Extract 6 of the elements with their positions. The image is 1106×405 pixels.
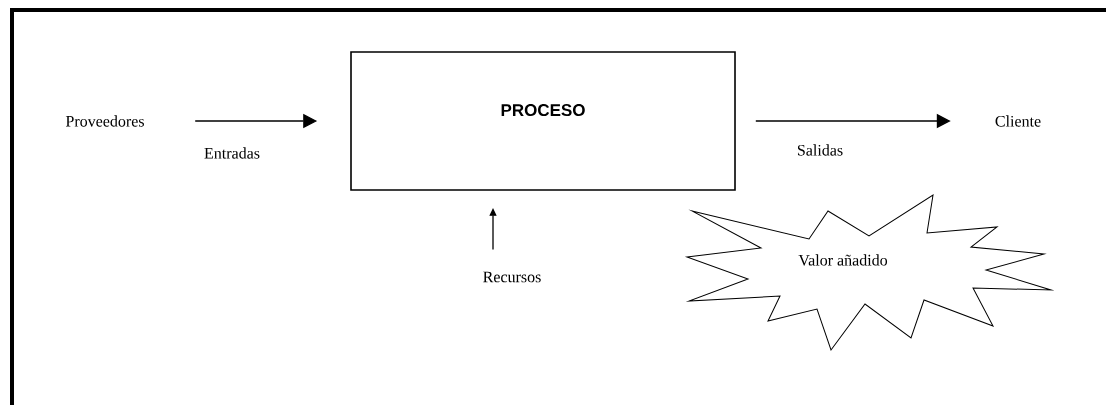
edge-label: Salidas xyxy=(795,143,845,157)
node-label: Cliente xyxy=(995,115,1041,127)
process-box: PROCESO xyxy=(350,51,736,191)
edge-label: Entradas xyxy=(203,146,261,160)
node-label: Recursos xyxy=(483,271,541,283)
node-label: Proveedores xyxy=(65,115,144,127)
